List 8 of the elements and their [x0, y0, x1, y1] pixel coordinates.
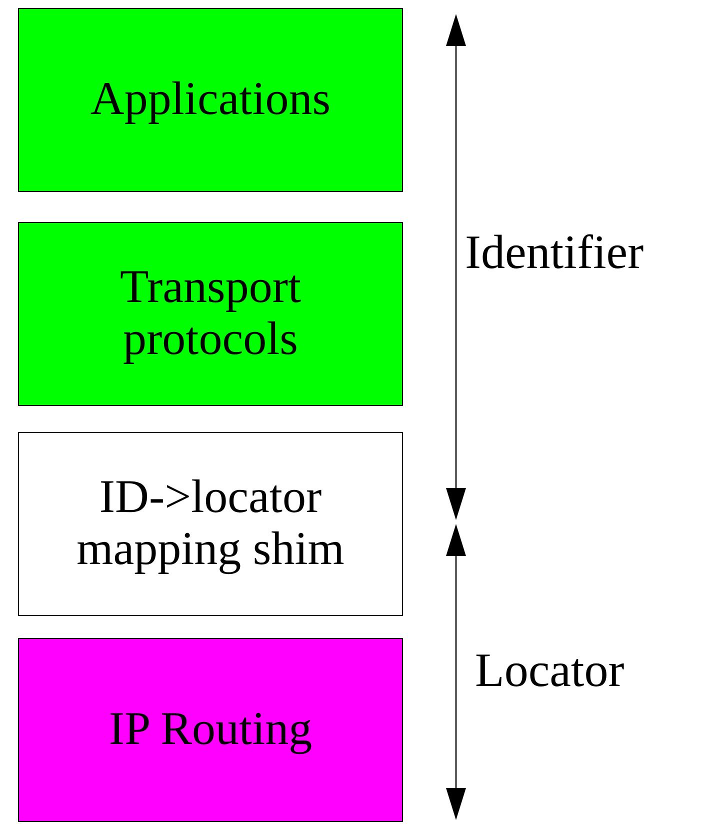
layer-box — [18, 8, 403, 192]
layer-box — [18, 432, 403, 616]
layer-label: IP Routing — [108, 704, 312, 756]
layer-label: Applications — [90, 74, 331, 126]
layer-box — [18, 638, 403, 822]
layer-label: ID->locator mapping shim — [76, 472, 346, 576]
layer-box — [18, 222, 403, 406]
layer-label: Transport protocols — [118, 262, 302, 366]
